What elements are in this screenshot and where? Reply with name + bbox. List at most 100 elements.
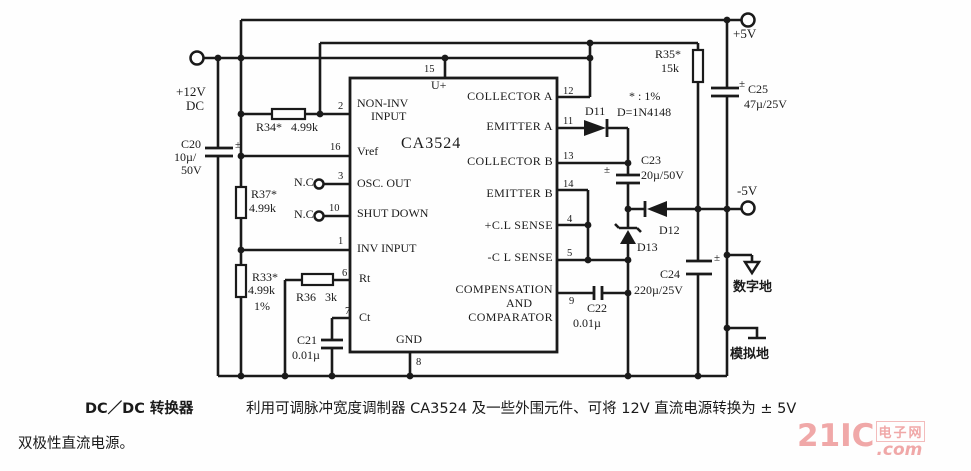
c21-wires [330, 316, 350, 376]
plus5v-label: +5V [733, 26, 757, 41]
junction-dots [214, 16, 731, 380]
c21-val: 0.01µ [292, 348, 320, 362]
ic-emitter-a: EMITTER A [486, 119, 553, 133]
caption-body2: 双极性直流电源。 [18, 436, 134, 452]
nc-label-pin10: N.C [294, 207, 314, 221]
c24-val: 220µ/25V [634, 283, 683, 297]
pin-8: 8 [416, 357, 422, 368]
ic-shutdown: SHUT DOWN [357, 206, 429, 220]
diode-type-note: D=1N4148 [617, 105, 672, 119]
diodes [584, 119, 667, 244]
ic-name: CA3524 [401, 135, 462, 152]
pin12-wire [557, 43, 592, 99]
digital-ground-branch [727, 253, 754, 261]
caption-title: DC／DC 转换器 [85, 401, 194, 417]
d11-column [557, 126, 630, 376]
resistor-r36-body [300, 272, 335, 287]
watermark-brand: 21IC [797, 418, 875, 454]
c20-val2: 50V [181, 163, 202, 177]
nc-label-pin3: N.C [294, 175, 314, 189]
resistor-r34-body [270, 107, 307, 121]
ic-collector-a: COLLECTOR A [467, 89, 553, 103]
nc-circle-pin10 [313, 210, 325, 222]
terminal-plus5v [740, 12, 756, 28]
c21-ref: C21 [297, 333, 318, 347]
r37-ref: R37* [251, 187, 278, 201]
watermark-tld: .com [876, 440, 923, 460]
vin-label2: DC [186, 98, 205, 113]
terminals [189, 12, 762, 276]
pin-10: 10 [329, 203, 340, 214]
r35-ref: R35* [655, 47, 682, 61]
ic-outline [348, 76, 559, 354]
c20-ref: C20 [181, 137, 202, 151]
ic-invinput: INV INPUT [357, 241, 417, 255]
pin-7: 7 [345, 306, 351, 317]
capacitor-c21 [321, 338, 343, 350]
capacitor-c23 [616, 173, 640, 185]
r34-label: R34*4.99k [256, 120, 319, 134]
digital-ground-icon [742, 260, 762, 276]
pin-9: 9 [569, 296, 575, 307]
resistor-r35-body [691, 48, 705, 84]
r34-wires [241, 43, 350, 116]
d11-label: D11 [585, 104, 606, 118]
ic-and: AND [506, 296, 532, 310]
c23-val: 20µ/50V [641, 168, 684, 182]
c25-val: 47µ/25V [744, 97, 787, 111]
watermark-logo: 21IC 电子网 .com [797, 418, 926, 460]
ic-collector-b: COLLECTOR B [467, 154, 553, 168]
ic-uplus: U+ [431, 78, 447, 92]
r33-tol: 1% [254, 299, 270, 313]
c22-ref: C22 [587, 301, 608, 315]
c25-polarity: ± [739, 78, 746, 90]
r33-val: 4.99k [248, 283, 275, 297]
c24-polarity: ± [714, 252, 721, 264]
wire-group [203, 18, 766, 378]
r35-val: 15k [661, 61, 679, 75]
terminal-minus5v [740, 200, 756, 216]
resistor-bodies [234, 48, 705, 299]
pin-5: 5 [567, 248, 573, 259]
digital-ground-label: 数字地 [733, 280, 773, 295]
ic-cl-sense-pos: +C.L SENSE [484, 218, 553, 232]
zener-d13-bar [614, 223, 642, 233]
pin-14: 14 [563, 179, 574, 190]
capacitor-plates [205, 86, 739, 350]
analog-ground-branch [727, 326, 766, 340]
c25-ref: C25 [748, 82, 769, 96]
ic-ct: Ct [359, 310, 371, 324]
terminal-vin [189, 50, 205, 66]
capacitor-c24 [686, 259, 712, 276]
c22-val: 0.01µ [573, 316, 601, 330]
ic-comparator: COMPARATOR [468, 310, 553, 324]
tolerance-note: * : 1% [629, 89, 661, 103]
capacitor-c22 [592, 286, 604, 300]
r36-wires [283, 278, 350, 376]
pin-15: 15 [424, 64, 435, 75]
watermark-cn: 电子网 [876, 421, 926, 442]
vref-inv-wires [241, 154, 350, 252]
resistor-r33-body [234, 263, 248, 299]
ic-compensation: COMPENSATION [455, 282, 553, 296]
nc-circle-pin3 [313, 178, 325, 190]
pin-13: 13 [563, 151, 574, 162]
ic-input: INPUT [371, 109, 407, 123]
c20-polarity: ± [235, 139, 242, 151]
ic-emitter-b: EMITTER B [486, 186, 553, 200]
pin-1: 1 [338, 236, 344, 247]
capacitor-c20 [205, 146, 233, 158]
c23-ref: C23 [641, 153, 662, 167]
pin-6: 6 [342, 268, 348, 279]
caption-body: 利用可调脉冲宽度调制器 CA3524 及一些外围元件、可将 12V 直流电源转换… [246, 401, 797, 417]
diode-d11 [584, 120, 606, 136]
pin-11: 11 [563, 116, 574, 127]
zener-d13 [620, 230, 636, 244]
r33-ref: R33* [252, 270, 279, 284]
ic-cl-sense-neg: -C L SENSE [487, 250, 553, 264]
ic-gnd: GND [396, 332, 422, 346]
pin-16: 16 [330, 142, 341, 153]
c20-val1: 10µ/ [174, 150, 197, 164]
d12-label: D12 [659, 223, 680, 237]
